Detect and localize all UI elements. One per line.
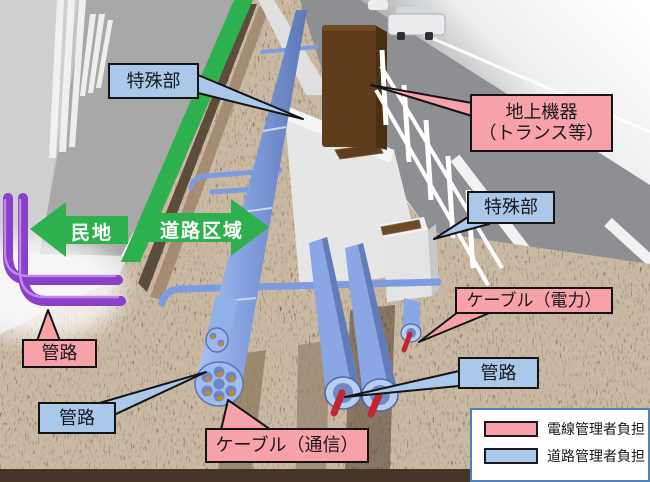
callout-special-section-side: 特殊部 <box>467 191 555 224</box>
callout-conduit-road-side: 管路 <box>458 357 539 389</box>
zone-boundary <box>30 0 269 262</box>
road-manager-swatch <box>484 448 538 464</box>
earth-bottom-edge <box>0 469 470 482</box>
electric-manager-swatch <box>484 421 538 437</box>
callout-conduit-road-bottom: 管路 <box>38 402 116 434</box>
road-zone-label: 道路区域 <box>159 221 244 242</box>
telecom-cables <box>201 366 237 402</box>
callout-special-section-top: 特殊部 <box>108 63 199 99</box>
building-windows <box>49 0 113 158</box>
power-cable <box>367 391 383 418</box>
legend-row-road: 道路管理者負担 <box>484 446 648 466</box>
callout-cable-power: ケーブル（電力） <box>455 287 613 314</box>
private-land-zone-label: 民地 <box>70 223 113 244</box>
private-land-arrow <box>30 202 128 257</box>
power-cable <box>401 331 413 353</box>
road-stripe <box>604 217 650 267</box>
callout-cable-telecom: ケーブル（通信） <box>205 428 369 463</box>
callout-ground-equipment: 地上機器 （トランス等） <box>470 94 613 152</box>
private-conduits <box>3 193 126 306</box>
power-cable <box>330 389 346 417</box>
road-zone-arrow <box>149 199 269 256</box>
handhole-lid <box>380 219 422 236</box>
telecom-conduit-bundle <box>194 10 307 407</box>
legend-row-electric: 電線管理者負担 <box>484 419 648 439</box>
cost-burden-legend: 電線管理者負担 道路管理者負担 <box>470 408 650 482</box>
sidewalk <box>0 236 128 340</box>
power-conduits <box>309 237 422 418</box>
handhole-box <box>379 217 439 302</box>
ground-glow <box>0 236 124 340</box>
callout-conduit-private: 管路 <box>22 339 97 368</box>
ground-equipment-line1: 地上機器 <box>505 102 578 123</box>
car <box>368 0 446 40</box>
ground-equipment-line2: （トランス等） <box>478 123 605 143</box>
boundary-stripe <box>121 0 253 262</box>
electric-manager-label: 電線管理者負担 <box>547 421 645 437</box>
road-manager-label: 道路管理者負担 <box>547 448 645 464</box>
